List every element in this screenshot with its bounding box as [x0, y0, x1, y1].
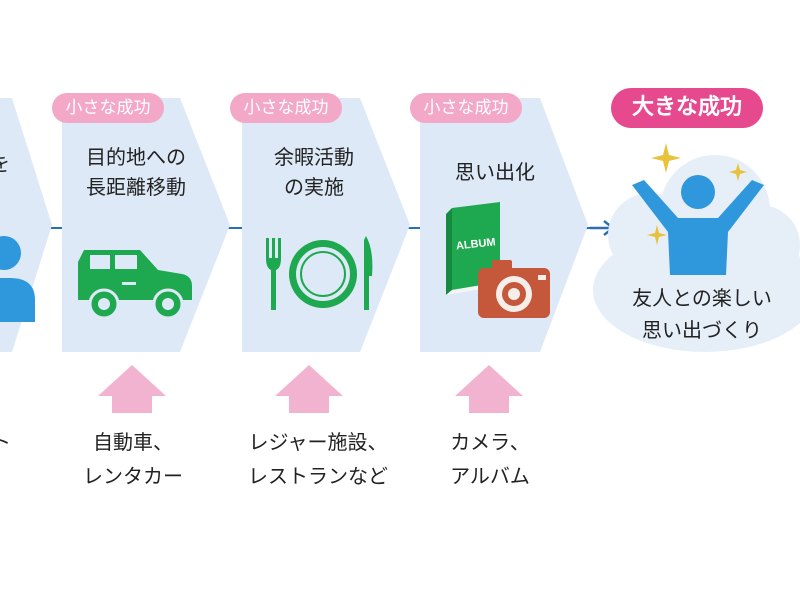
small-success-badge-1: 小さな成功 — [52, 93, 164, 123]
partial-title: を — [0, 149, 12, 179]
sparkle-icon — [647, 143, 747, 245]
up-arrow-icon-2 — [275, 365, 343, 413]
up-arrow-icon-1 — [98, 365, 166, 413]
person-icon — [0, 236, 35, 322]
up-arrow-icon-3 — [455, 365, 523, 413]
small-success-badge-3: 小さな成功 — [410, 93, 522, 123]
partial-tool: ト — [0, 430, 11, 454]
fork-plate-knife-icon — [266, 236, 373, 310]
tool-text-3: カメラ、 アルバム — [450, 430, 530, 488]
cheering-person-icon — [632, 175, 764, 275]
big-success-badge: 大きな成功 — [611, 88, 763, 128]
step-title-1: 目的地への 長距離移動 — [86, 145, 186, 199]
tool-text-2: レジャー施設、 レストランなど — [248, 430, 388, 488]
goal-text: 友人との楽しい 思い出づくり — [632, 286, 772, 342]
step-panel-1 — [62, 98, 230, 352]
small-success-badge-2: 小さな成功 — [230, 93, 342, 123]
car-icon — [78, 250, 192, 320]
album-camera-icon: ALBUM — [446, 202, 550, 318]
tool-text-1: 自動車、 レンタカー — [83, 430, 183, 488]
album-label: ALBUM — [455, 236, 496, 252]
step-title-3: 思い出化 — [455, 160, 535, 184]
step-title-2: 余暇活動 の実施 — [274, 145, 354, 199]
step-panel-2 — [242, 98, 410, 352]
